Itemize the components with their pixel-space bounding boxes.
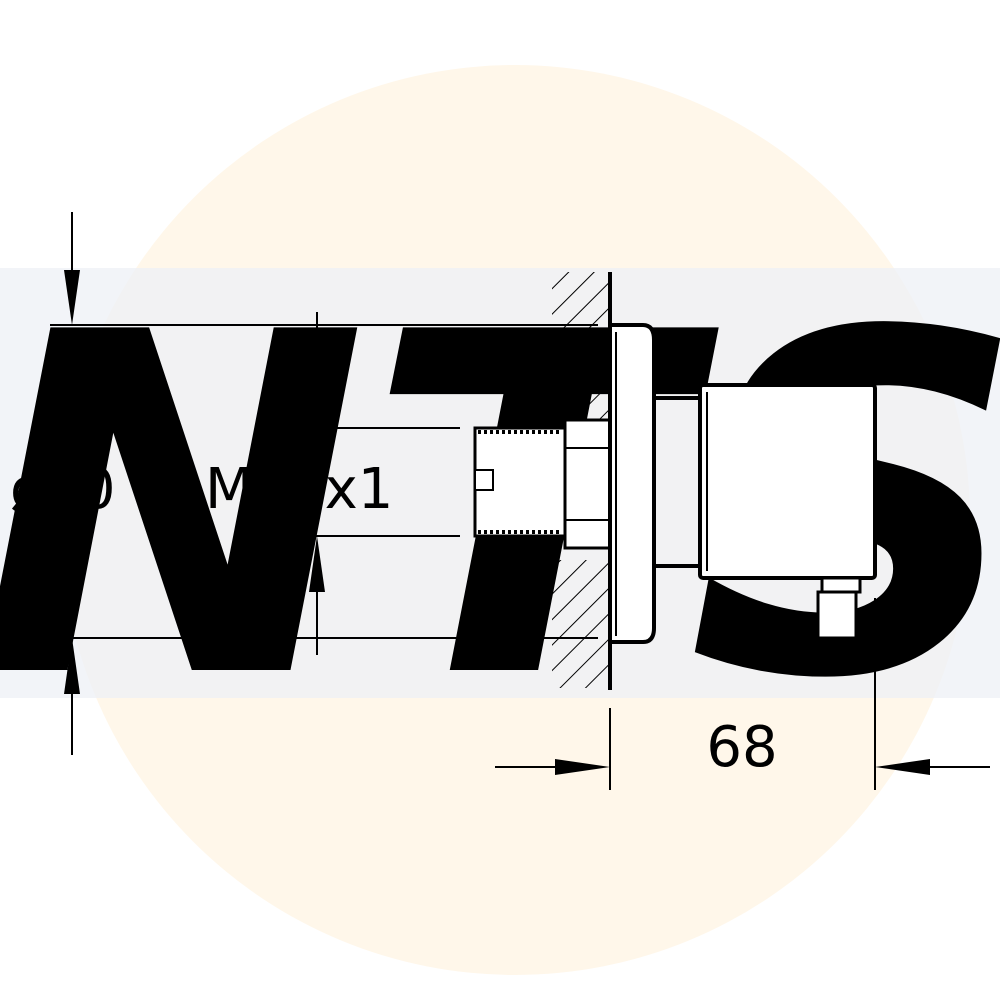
thread-arrow-down bbox=[309, 372, 325, 428]
thread-dimension: M24x1 bbox=[205, 312, 460, 655]
hex-nut bbox=[563, 418, 612, 550]
outlet-nipple bbox=[816, 590, 858, 640]
diameter-label: ø80 bbox=[10, 457, 116, 522]
rosette-plate bbox=[608, 323, 656, 644]
thread-slot bbox=[474, 469, 494, 491]
depth-arrow-right bbox=[555, 759, 610, 775]
depth-dimension: 68 bbox=[495, 598, 990, 790]
diameter-dimension: ø80 bbox=[10, 212, 598, 755]
rosette bbox=[608, 323, 656, 644]
depth-arrow-left bbox=[875, 759, 930, 775]
wall-hatch-upper bbox=[552, 272, 610, 422]
elbow-body bbox=[698, 383, 877, 580]
outlet-collar bbox=[820, 576, 862, 594]
thread-label: M24x1 bbox=[205, 457, 393, 522]
neck bbox=[654, 396, 700, 568]
hose-outlet bbox=[816, 576, 862, 640]
elbow-housing bbox=[698, 383, 877, 580]
thread-arrow-up bbox=[309, 536, 325, 592]
diameter-arrow-up bbox=[64, 638, 80, 694]
threaded-connector bbox=[473, 418, 612, 550]
depth-label: 68 bbox=[706, 715, 777, 780]
wall-hatch-lower bbox=[552, 560, 610, 688]
diameter-arrow-down bbox=[64, 270, 80, 325]
